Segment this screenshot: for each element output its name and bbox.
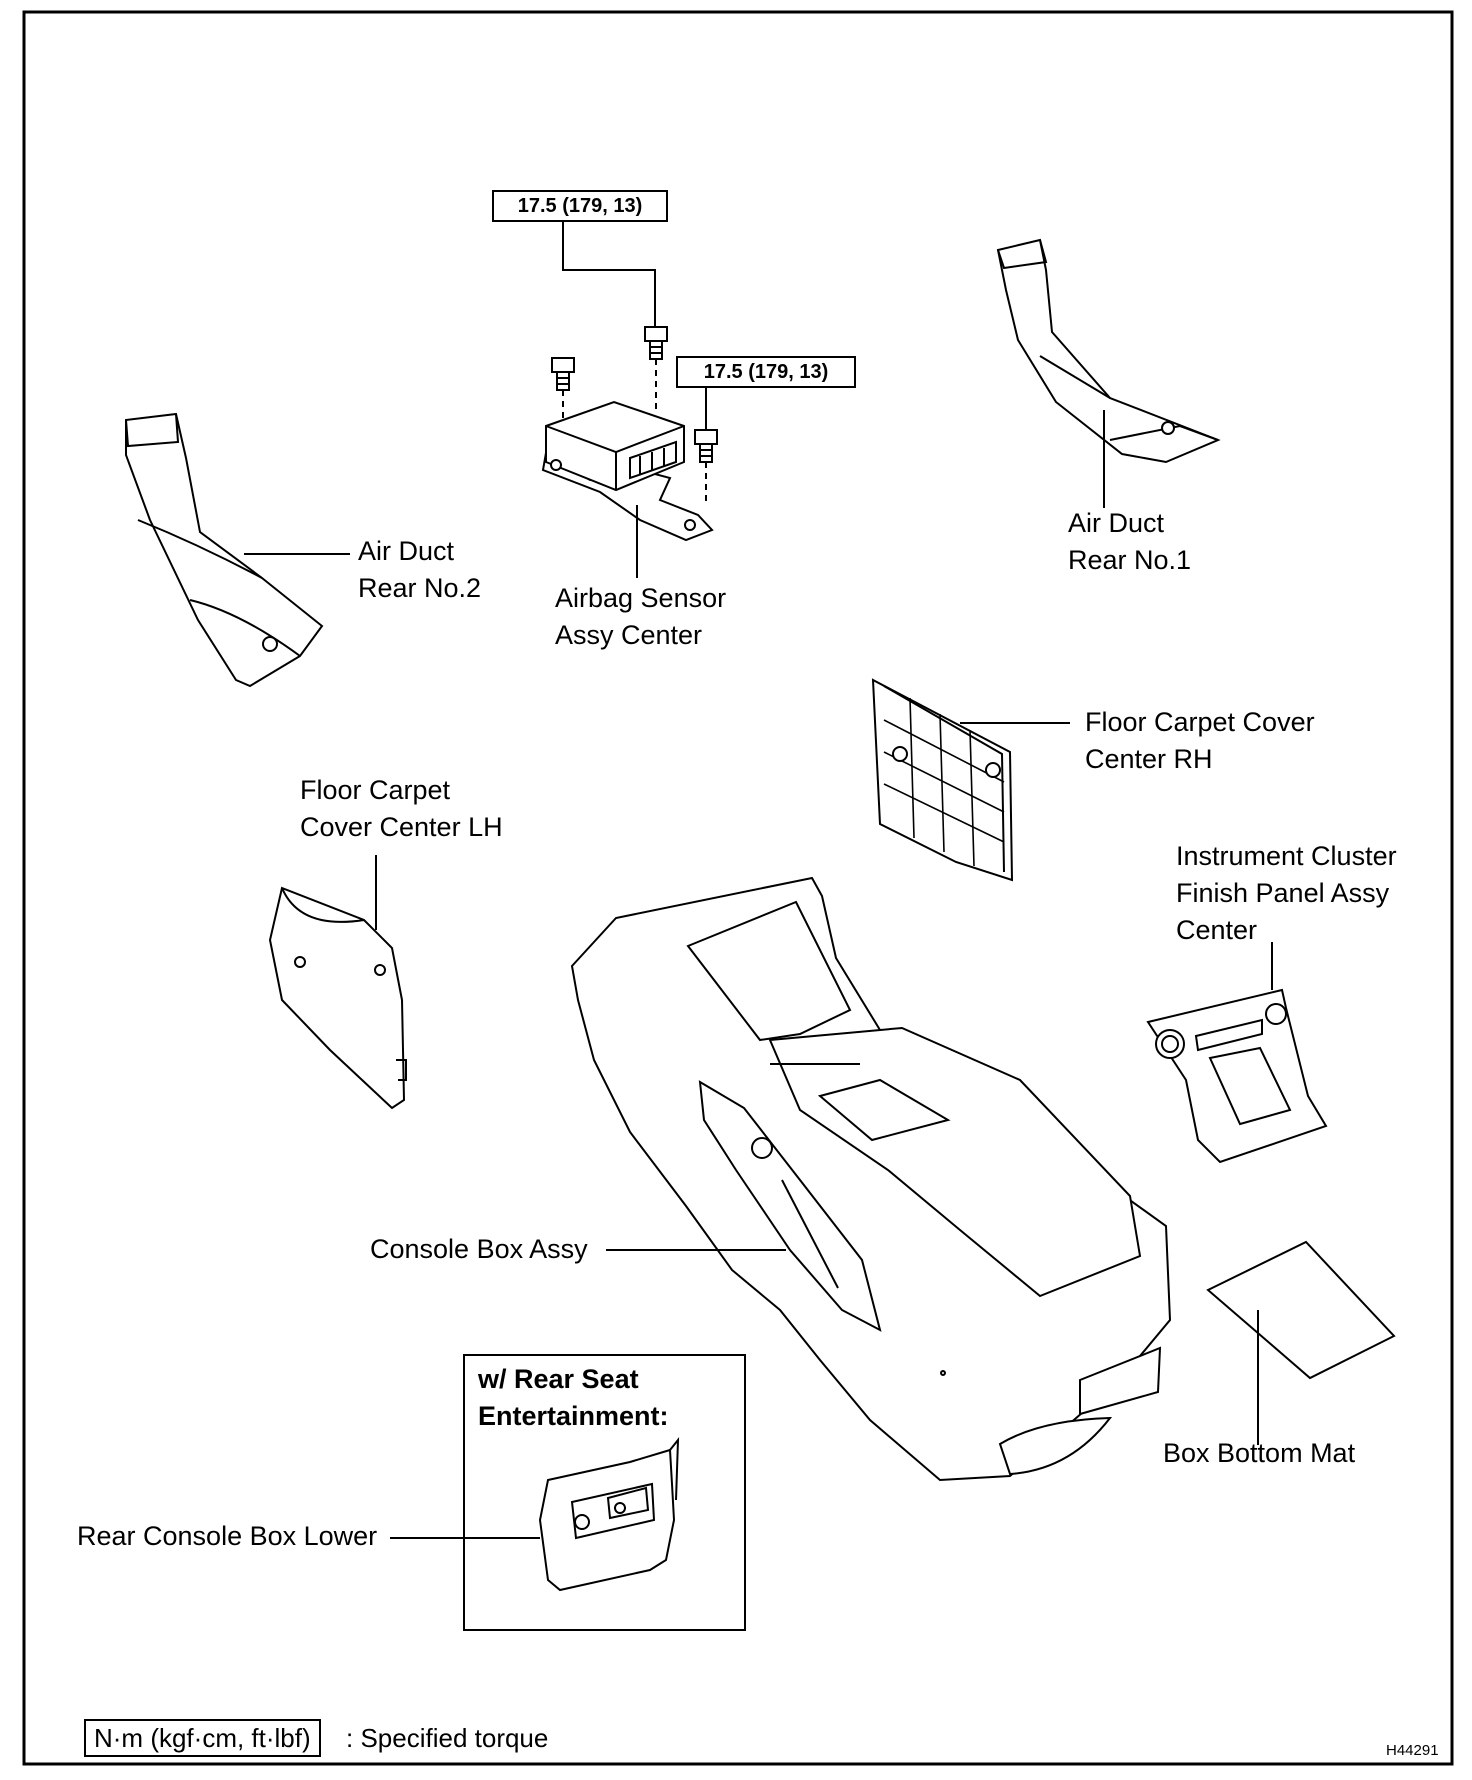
legend-unit-box: N·m (kgf·cm, ft·lbf) — [84, 1719, 321, 1757]
floor-carpet-cover-lh-illustration — [268, 886, 407, 1110]
console-box-illustration — [570, 876, 1172, 1482]
label-console-box: Console Box Assy — [370, 1234, 588, 1264]
instrument-cluster-panel-illustration — [1146, 988, 1328, 1164]
label-rear-console-lower: Rear Console Box Lower — [77, 1521, 378, 1551]
torque-callout-2: 17.5 (179, 13) — [676, 356, 856, 388]
bolt-2-icon — [644, 326, 668, 360]
bolt-3-icon — [694, 429, 718, 463]
torque-callout-1: 17.5 (179, 13) — [492, 190, 668, 222]
air-duct-rear-no2-illustration — [125, 412, 324, 688]
floor-carpet-cover-rh-illustration — [871, 678, 1014, 882]
airbag-sensor-illustration — [541, 216, 718, 542]
bolt-1-icon — [551, 357, 575, 391]
rear-console-box-lower-illustration — [538, 1437, 680, 1592]
figure-id: H44291 — [1386, 1742, 1439, 1759]
box-bottom-mat-illustration — [1206, 1240, 1396, 1380]
legend-text: : Specified torque — [346, 1723, 549, 1753]
torque-bracket-line-1 — [562, 216, 656, 327]
label-box-bottom-mat: Box Bottom Mat — [1163, 1438, 1356, 1468]
air-duct-rear-no1-illustration — [996, 238, 1221, 464]
diagram-frame — [22, 10, 1454, 1766]
